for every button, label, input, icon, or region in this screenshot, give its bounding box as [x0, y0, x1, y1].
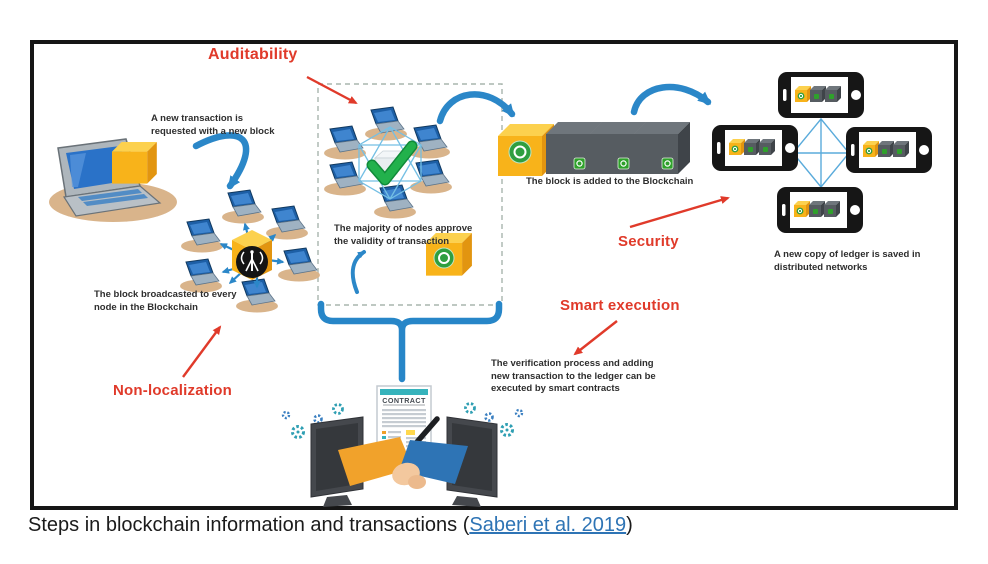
- arrow-to-consensus: [350, 250, 366, 294]
- smart-contract-scene: CONTRACT: [281, 385, 524, 507]
- phone: [776, 186, 864, 234]
- gear-icons-right: [464, 402, 524, 437]
- note-broadcast: The block broadcasted to every node in t…: [94, 289, 237, 313]
- caption-suffix: ): [626, 514, 633, 536]
- arrow-request-to-network: [192, 132, 250, 190]
- label-auditability: Auditability: [208, 46, 298, 63]
- note-majority: The majority of nodes approve the validi…: [334, 223, 473, 247]
- arrow-smart-execution: [573, 320, 618, 356]
- arm-left: [338, 437, 413, 486]
- phones-network: [711, 71, 933, 234]
- arrow-security: [629, 196, 730, 229]
- approved-block-cube: [426, 233, 472, 276]
- consensus-network: [323, 106, 453, 219]
- node-laptop: [409, 159, 453, 194]
- arrow-auditability: [306, 75, 358, 105]
- note-smart-contracts: The verification process and adding new …: [491, 358, 656, 395]
- ledger-diamond: [792, 117, 850, 189]
- arrow-non-localization: [182, 325, 222, 378]
- figure-caption: Steps in blockchain information and tran…: [28, 514, 633, 537]
- gear-icons-left: [281, 403, 344, 439]
- broadcast-network: [179, 189, 321, 313]
- broadcast-icon: [236, 246, 268, 278]
- blockchain-chain: [498, 121, 691, 176]
- node-laptop: [221, 189, 265, 224]
- note-new-transaction: A new transaction is requested with a ne…: [151, 113, 275, 137]
- node-laptop: [277, 247, 321, 282]
- phone: [777, 71, 865, 119]
- citation-link[interactable]: Saberi et al. 2019: [469, 514, 627, 536]
- note-ledger-copy: A new copy of ledger is saved in distrib…: [774, 249, 921, 273]
- arrow-chain-to-phones: [630, 83, 712, 116]
- red-arrows: [182, 75, 730, 378]
- handshake: [392, 462, 426, 489]
- diagram-art: CONTRACT: [49, 71, 933, 507]
- check-icon: [368, 142, 416, 184]
- approval-dashed-box: [317, 83, 503, 306]
- node-laptop: [180, 218, 224, 253]
- block-cube: [633, 121, 691, 175]
- contract-title: CONTRACT: [382, 396, 426, 405]
- note-block-added: The block is added to the Blockchain: [526, 176, 694, 187]
- arrow-box-to-chain: [436, 91, 516, 125]
- monitor-right: [446, 416, 498, 507]
- phone: [845, 126, 933, 174]
- label-security: Security: [618, 233, 679, 250]
- label-non-localization: Non-localization: [113, 382, 233, 399]
- node-laptop: [179, 258, 223, 293]
- node-laptop: [364, 106, 408, 141]
- phone: [711, 124, 799, 172]
- node-laptop: [265, 205, 309, 240]
- bracket-connector: [317, 300, 503, 383]
- new-block-cube: [112, 142, 157, 184]
- node-laptop: [323, 125, 367, 160]
- caption-text: Steps in blockchain information and tran…: [28, 514, 470, 536]
- label-smart-execution: Smart execution: [560, 297, 680, 314]
